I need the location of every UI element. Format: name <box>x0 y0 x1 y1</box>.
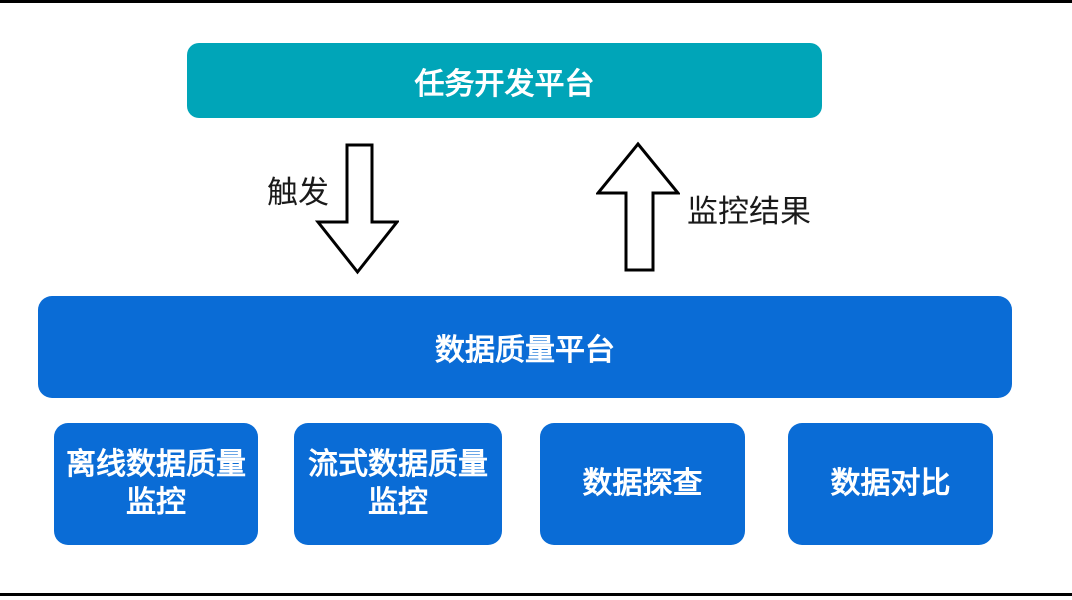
module-box-data-exploration: 数据探查 <box>540 423 745 545</box>
up-arrow-icon <box>596 141 680 272</box>
module-box-stream-quality-monitor: 流式数据质量监控 <box>294 423 502 545</box>
top-border-line <box>0 0 1072 3</box>
task-dev-platform-box: 任务开发平台 <box>187 43 822 118</box>
data-quality-platform-box: 数据质量平台 <box>38 296 1012 398</box>
trigger-arrow-label: 触发 <box>267 175 329 210</box>
module-box-data-comparison: 数据对比 <box>788 423 993 545</box>
monitor-result-arrow-label: 监控结果 <box>687 194 811 229</box>
down-arrow-icon <box>315 143 399 275</box>
bottom-border-line <box>0 593 1072 596</box>
module-box-offline-quality-monitor: 离线数据质量监控 <box>54 423 258 545</box>
